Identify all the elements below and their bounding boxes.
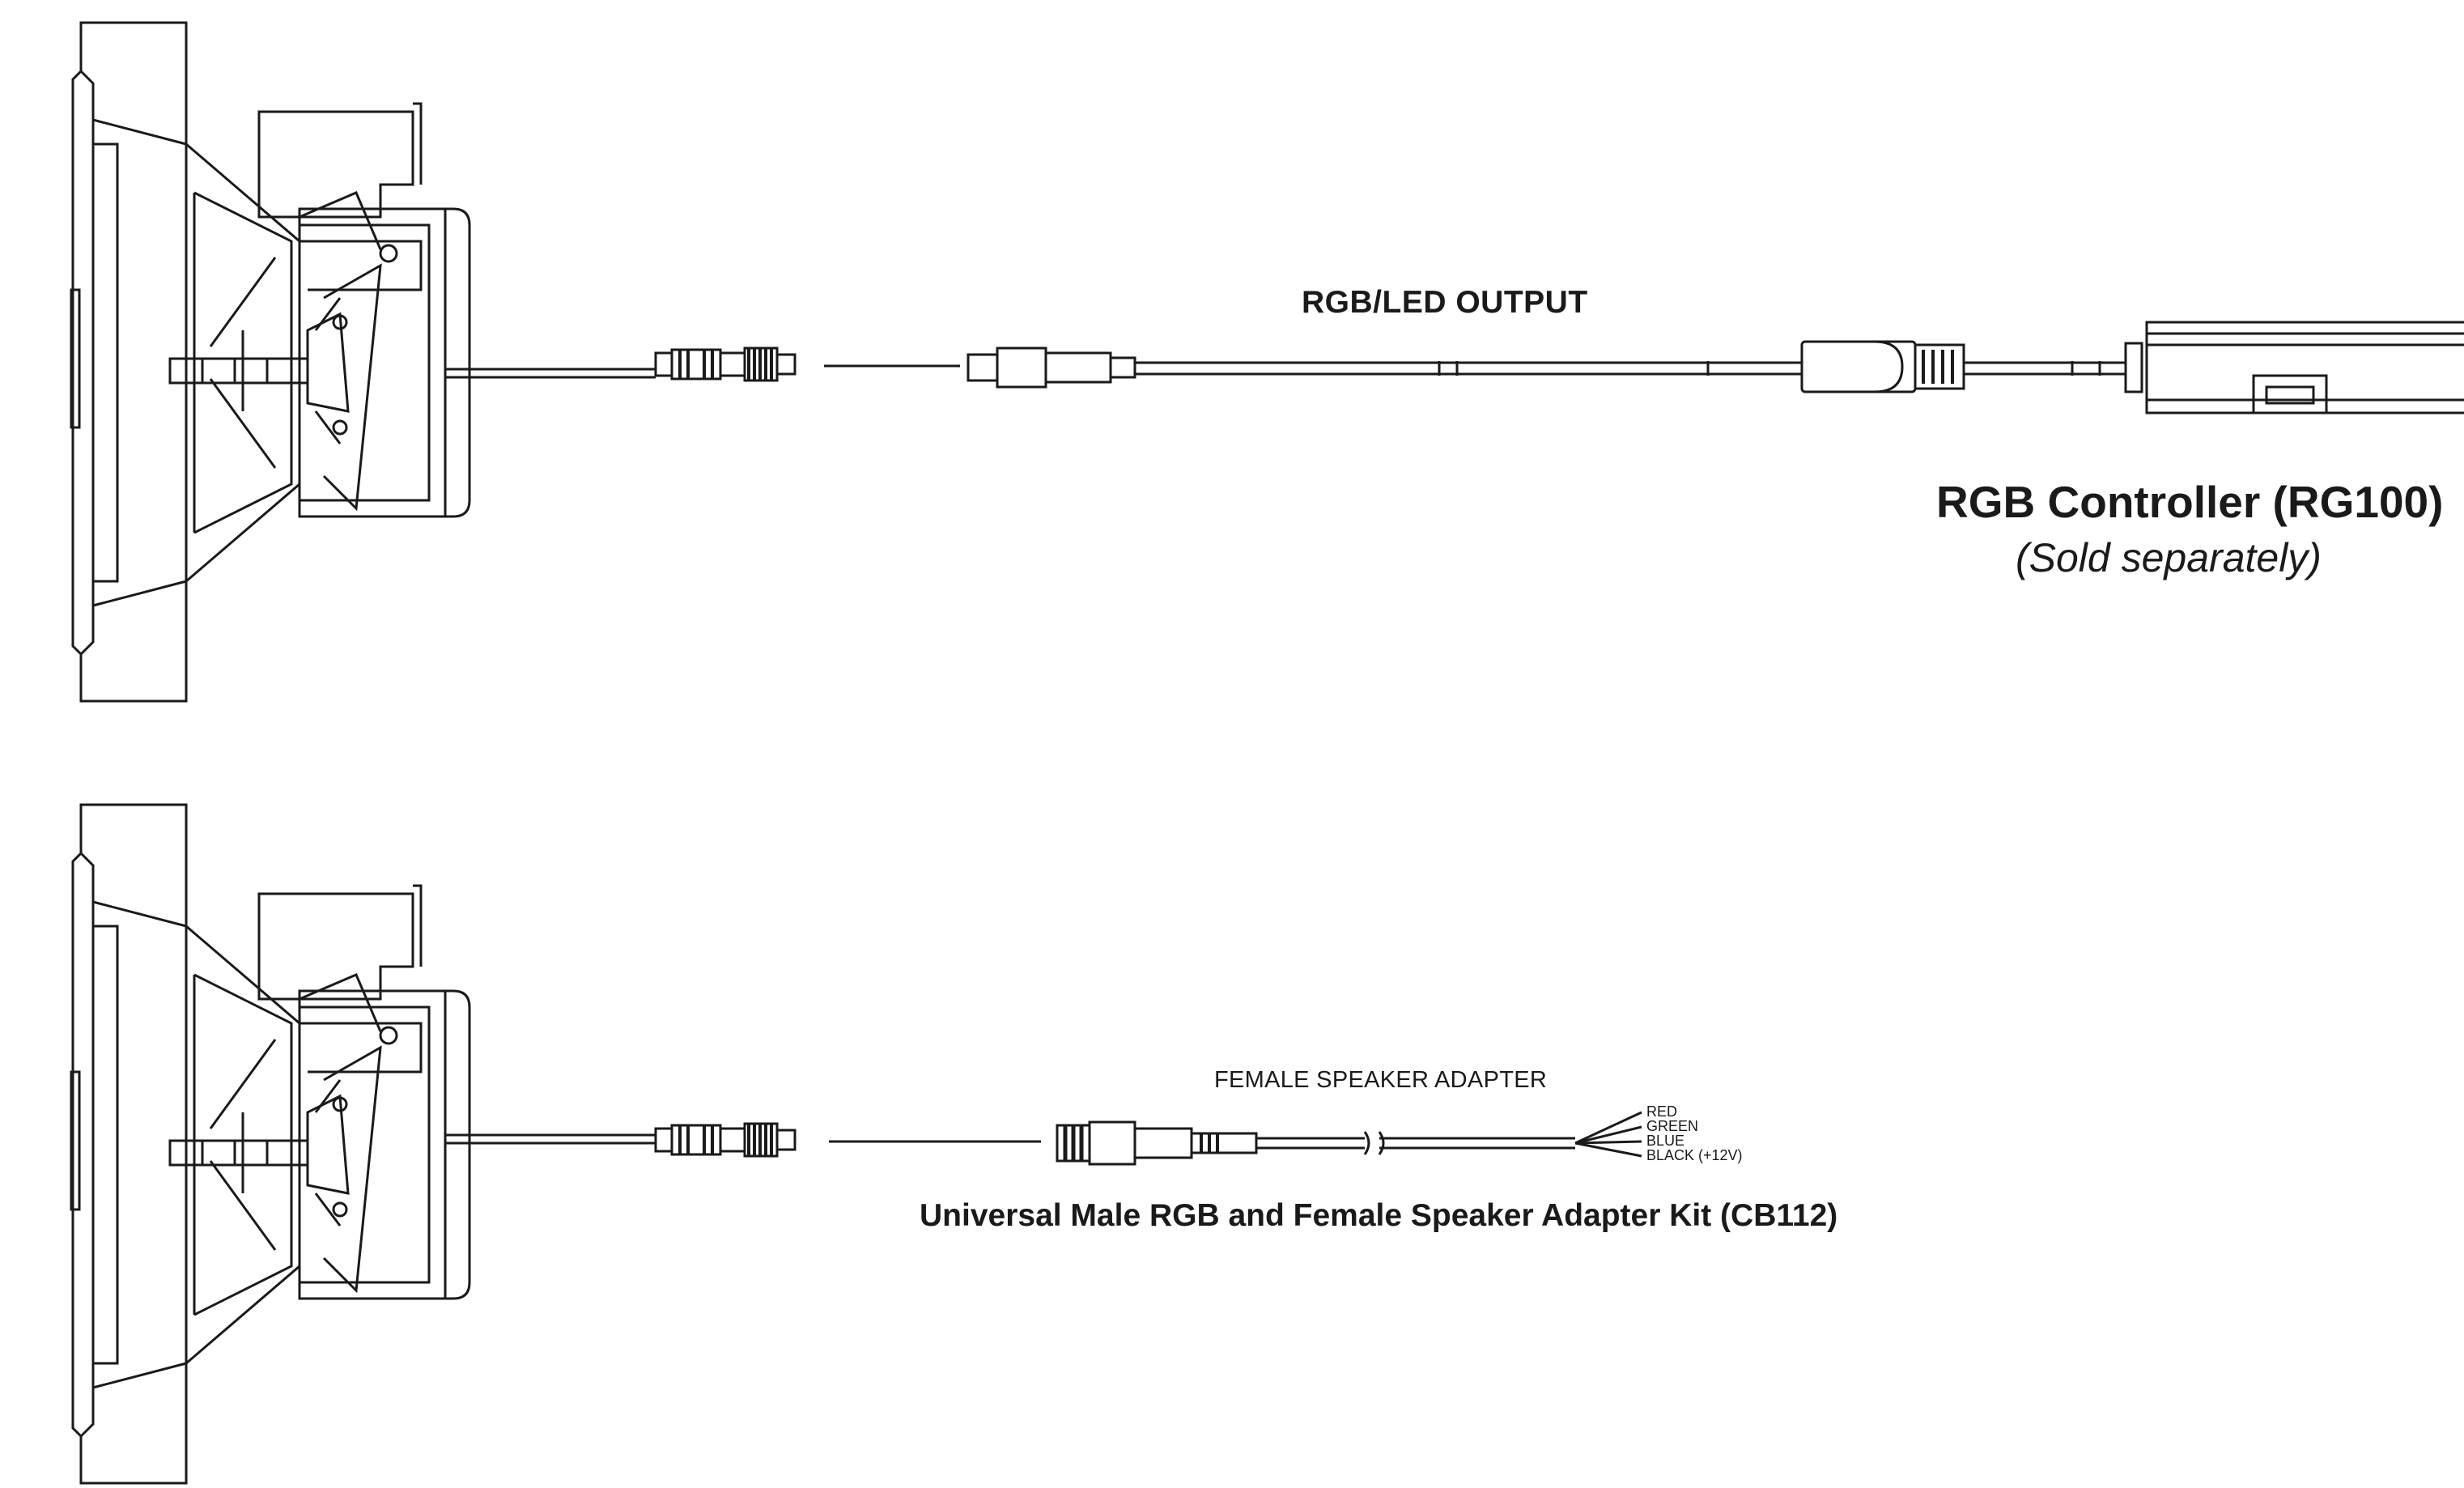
wire-label-black: BLACK (+12V)	[1646, 1147, 1743, 1163]
wire-label-red: RED	[1646, 1103, 1678, 1120]
rgb-controller-box	[2124, 321, 2464, 415]
adapter-kit-title: Universal Male RGB and Female Speaker Ad…	[920, 1198, 1838, 1233]
male-connector-bottom	[654, 1122, 797, 1158]
rgb-output-connector	[966, 346, 1136, 389]
rgb-controller-title: RGB Controller (RG100)	[1936, 477, 2444, 527]
wire-label-green: GREEN	[1646, 1118, 1699, 1134]
wire-label-blue: BLUE	[1646, 1133, 1685, 1149]
speaker-top	[70, 21, 471, 703]
female-speaker-adapter	[1056, 1111, 1642, 1166]
female-adapter-label: FEMALE SPEAKER ADAPTER	[1214, 1067, 1548, 1093]
controller-plug	[1800, 340, 1965, 393]
speaker-bottom	[70, 803, 471, 1485]
male-connector-top	[654, 346, 797, 382]
sold-separately-note: (Sold separately)	[2016, 535, 2322, 580]
rgb-output-label: RGB/LED OUTPUT	[1302, 285, 1588, 320]
rgb-output-cable	[1135, 361, 1802, 376]
